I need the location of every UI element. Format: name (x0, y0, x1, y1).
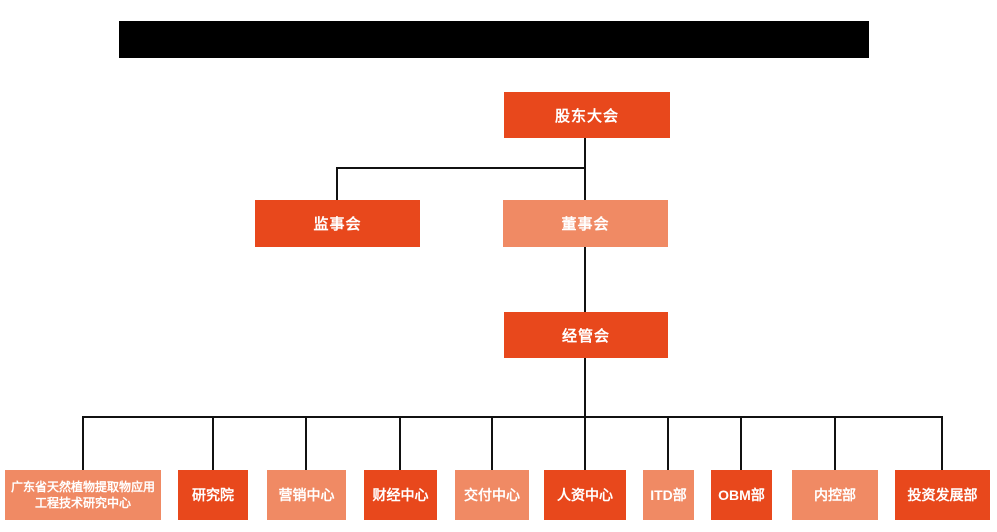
connector-root-trunk (584, 138, 586, 200)
node-research-institute: 研究院 (178, 470, 248, 520)
connector-departments-bus (82, 416, 942, 418)
connector-drop-6 (584, 416, 586, 470)
connector-drop-7 (667, 416, 669, 470)
node-shareholders-meeting: 股东大会 (504, 92, 670, 138)
node-management-committee: 经管会 (504, 312, 668, 358)
node-investment-development-dept: 投资发展部 (895, 470, 990, 520)
connector-drop-4 (399, 416, 401, 470)
node-itd-dept: ITD部 (643, 470, 694, 520)
connector-management-trunk (584, 358, 586, 418)
node-board-of-directors: 董事会 (503, 200, 668, 247)
node-marketing-center: 营销中心 (267, 470, 346, 520)
connector-supervisory-drop (336, 167, 338, 200)
connector-drop-2 (212, 416, 214, 470)
connector-drop-5 (491, 416, 493, 470)
node-supervisory-board: 监事会 (255, 200, 420, 247)
node-internal-control-dept: 内控部 (792, 470, 878, 520)
connector-board-management (584, 247, 586, 312)
node-delivery-center: 交付中心 (455, 470, 529, 520)
connector-drop-3 (305, 416, 307, 470)
connector-root-branch (336, 167, 586, 169)
connector-drop-8 (740, 416, 742, 470)
connector-drop-1 (82, 416, 84, 470)
title-redacted-bar (119, 21, 869, 58)
connector-drop-9 (834, 416, 836, 470)
connector-drop-10 (941, 416, 943, 470)
node-hr-center: 人资中心 (544, 470, 626, 520)
node-guangdong-research-center: 广东省天然植物提取物应用工程技术研究中心 (5, 470, 161, 520)
node-finance-center: 财经中心 (364, 470, 437, 520)
node-obm-dept: OBM部 (711, 470, 772, 520)
